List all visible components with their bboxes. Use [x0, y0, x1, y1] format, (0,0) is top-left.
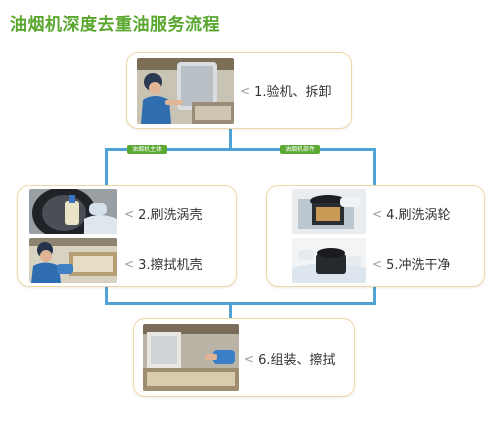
step-6-label: 6.组装、擦拭: [258, 353, 336, 368]
step-3-label: 3.擦拭机壳: [138, 258, 203, 273]
connector-step1-down: [229, 127, 232, 149]
step-6-label-row: < 6.组装、擦拭: [244, 349, 336, 369]
step-1-label: 1.验机、拆卸: [254, 85, 332, 100]
parts-card: < 4.刷洗涡轮 < 5.冲洗干净: [266, 185, 485, 287]
connector-left-up: [105, 285, 108, 303]
branch-tag-parts: 油烟机部件: [280, 145, 321, 154]
step-3-photo: [29, 238, 117, 283]
connector-right-down: [373, 148, 376, 186]
page-title: 油烟机深度去重油服务流程: [10, 15, 220, 35]
chevron-left-icon: <: [124, 256, 135, 271]
main-unit-card: < 2.刷洗涡壳 < 3.擦拭机壳: [17, 185, 237, 287]
step-4-photo: [292, 189, 366, 234]
step-4-label: 4.刷洗涡轮: [386, 208, 451, 223]
step-3-label-row: < 3.擦拭机壳: [124, 254, 203, 274]
branch-tag-main-unit: 油烟机主体: [127, 145, 168, 154]
step-2-photo: [29, 189, 117, 234]
chevron-left-icon: <: [244, 351, 255, 366]
connector-step6-down: [229, 302, 232, 319]
connector-bottom-horizontal: [105, 302, 376, 305]
step-1-label-row: < 1.验机、拆卸: [240, 81, 332, 101]
connector-top-horizontal: [105, 148, 376, 151]
chevron-left-icon: <: [372, 256, 383, 271]
step-6-card: < 6.组装、擦拭: [133, 318, 355, 397]
step-1-card: < 1.验机、拆卸: [126, 52, 352, 129]
chevron-left-icon: <: [372, 206, 383, 221]
step-6-photo: [143, 324, 239, 391]
chevron-left-icon: <: [124, 206, 135, 221]
step-1-photo: [137, 58, 234, 124]
step-4-label-row: < 4.刷洗涡轮: [372, 204, 451, 224]
connector-right-up: [373, 285, 376, 303]
connector-left-down: [105, 148, 108, 186]
step-5-label-row: < 5.冲洗干净: [372, 254, 451, 274]
chevron-left-icon: <: [240, 83, 251, 98]
step-2-label-row: < 2.刷洗涡壳: [124, 204, 203, 224]
step-5-photo: [292, 238, 366, 283]
step-5-label: 5.冲洗干净: [386, 258, 451, 273]
step-2-label: 2.刷洗涡壳: [138, 208, 203, 223]
